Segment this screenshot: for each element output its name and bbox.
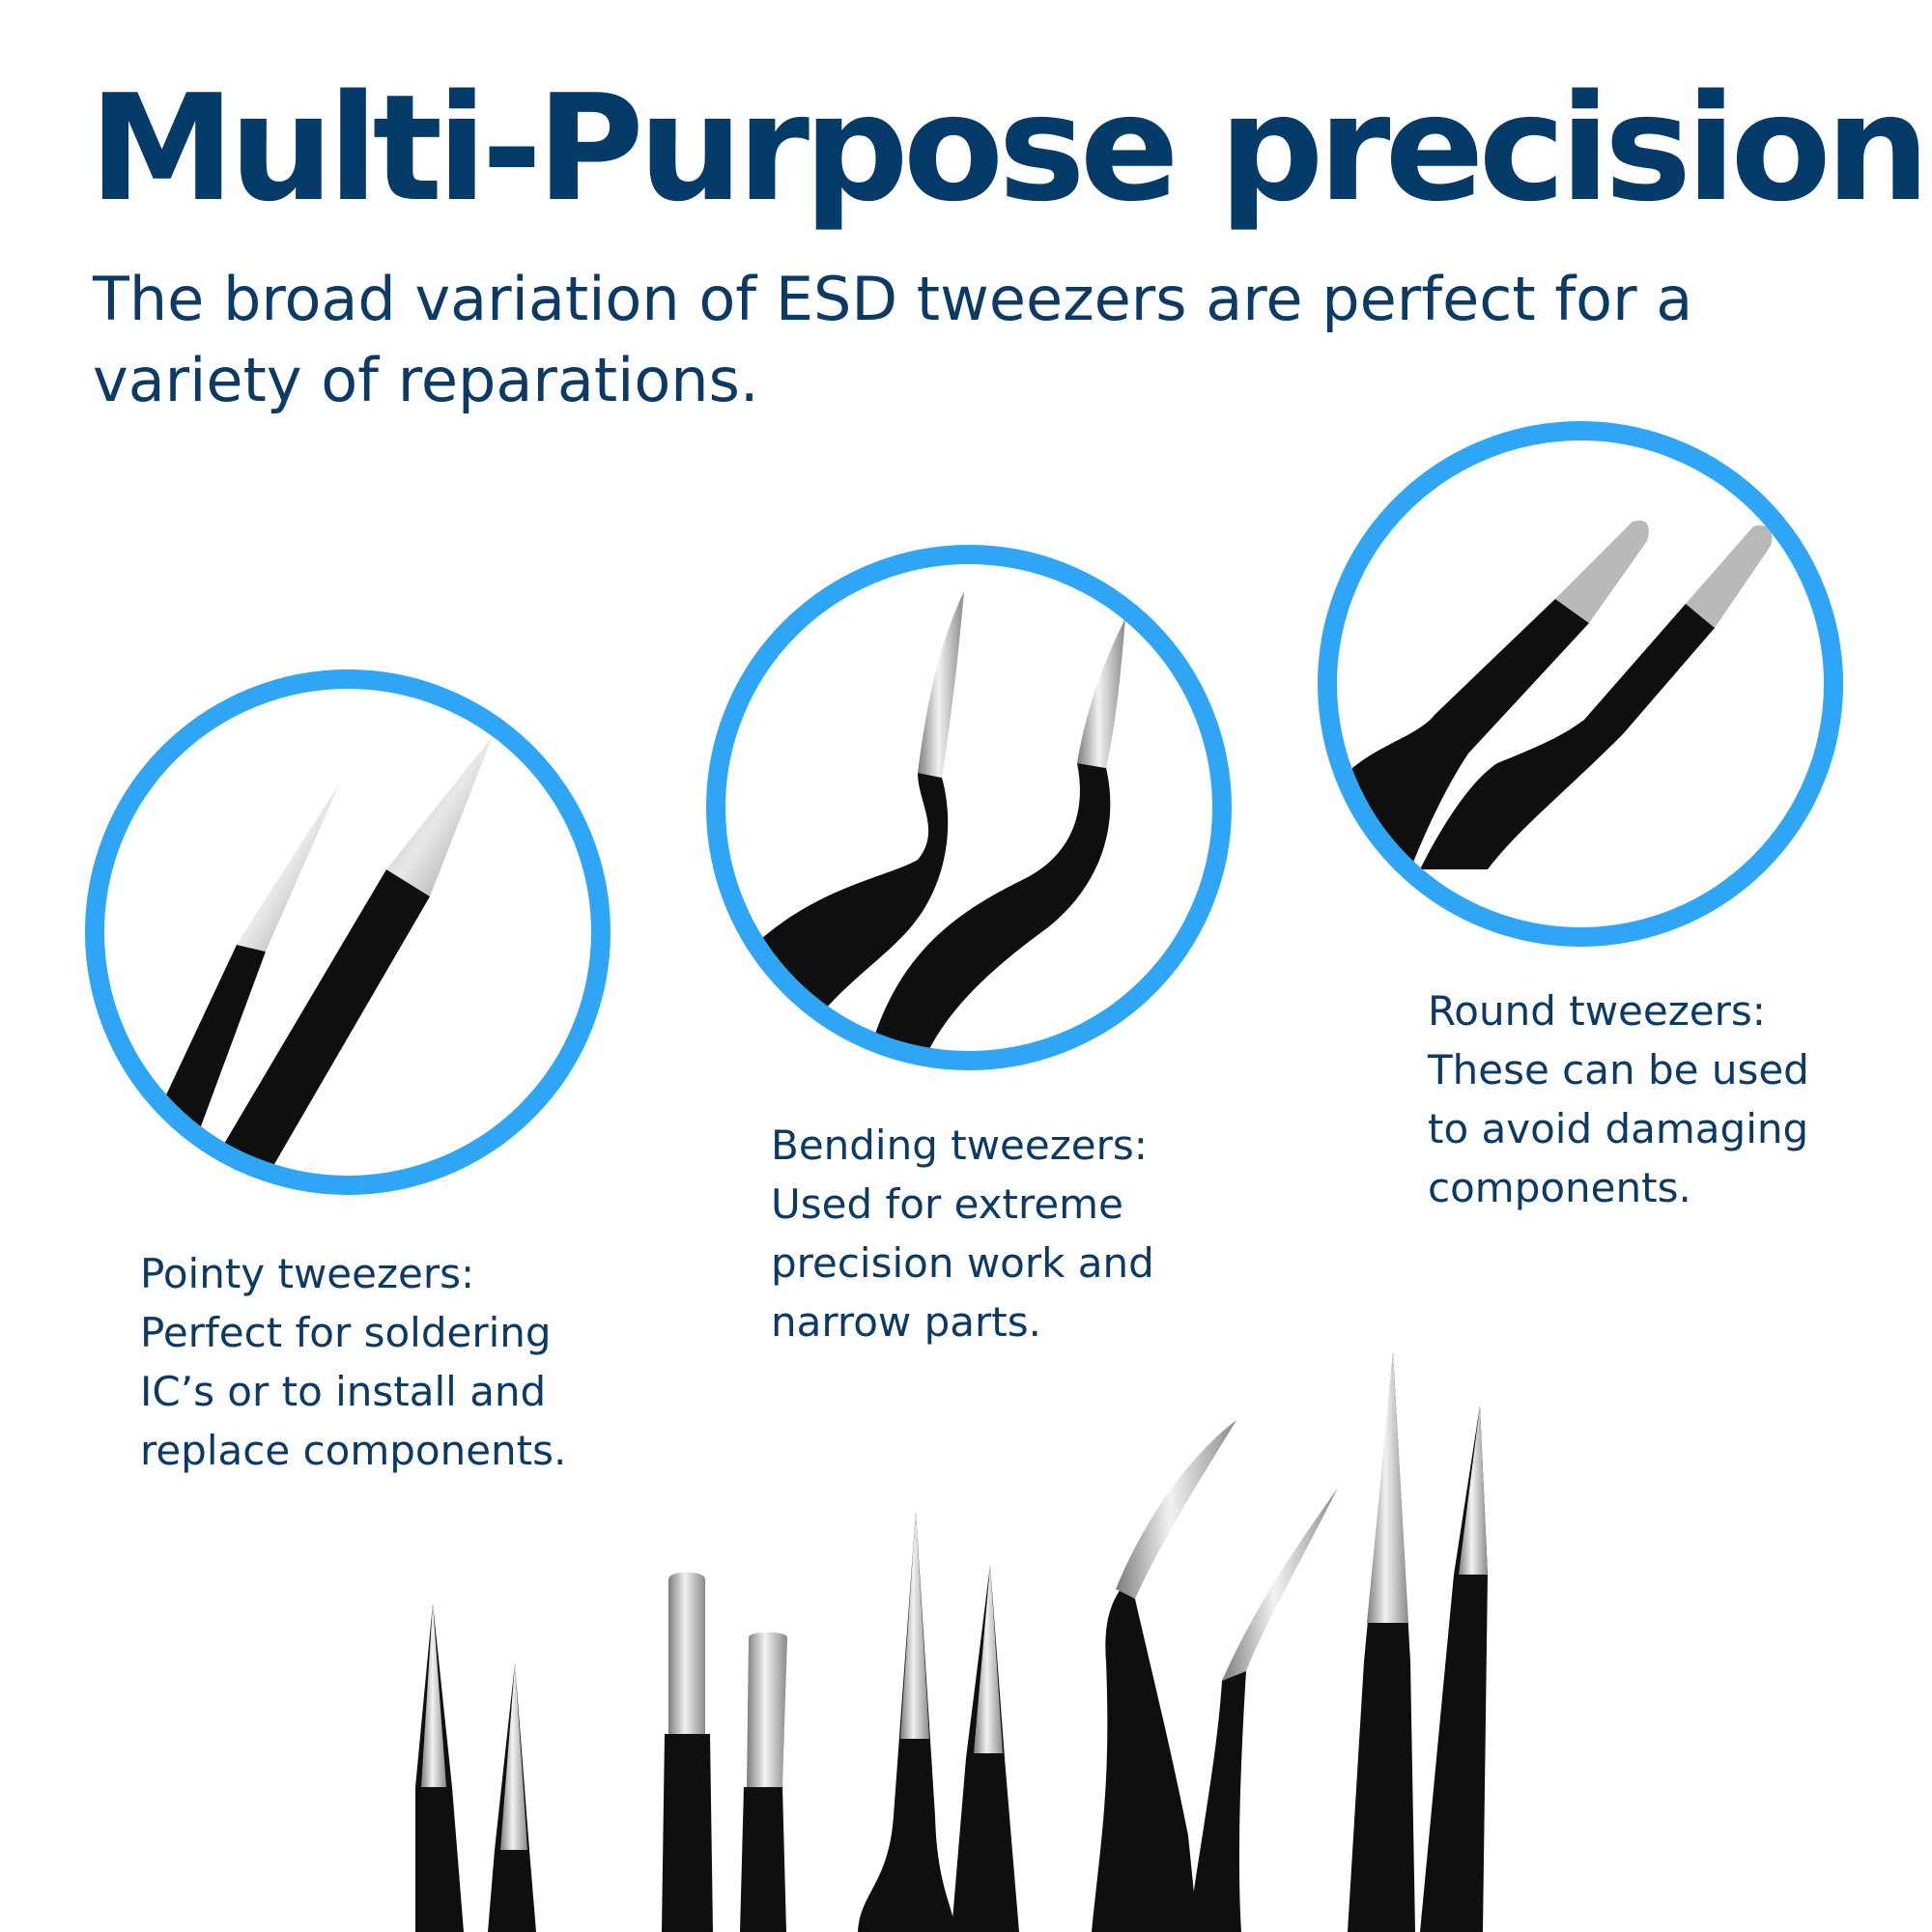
caption-heading: Pointy tweezers: [140, 1250, 475, 1297]
caption-line: IC’s or to install and [140, 1368, 547, 1415]
caption-line: Perfect for soldering [140, 1309, 552, 1356]
caption-line: Used for extreme [771, 1180, 1123, 1228]
tweezer-set-image [415, 1352, 1488, 1932]
caption-line: to avoid damaging [1428, 1105, 1809, 1152]
round-tweezers-caption: Round tweezers: These can be used to avo… [1428, 981, 1809, 1217]
caption-line: precision work and [771, 1239, 1154, 1287]
bending-tweezers-icon [706, 545, 1232, 1070]
bending-tweezers-caption: Bending tweezers: Used for extreme preci… [771, 1116, 1154, 1351]
caption-line: narrow parts. [771, 1298, 1041, 1346]
round-tweezers-icon [1318, 421, 1843, 947]
pointy-tweezers-caption: Pointy tweezers: Perfect for soldering I… [140, 1244, 566, 1480]
page-title: Multi-Purpose precision [89, 63, 1930, 234]
caption-heading: Round tweezers: [1428, 987, 1766, 1035]
caption-heading: Bending tweezers: [771, 1122, 1148, 1169]
page-subtitle: The broad variation of ESD tweezers are … [93, 264, 1693, 415]
caption-line: components. [1428, 1164, 1691, 1211]
caption-line: replace components. [140, 1427, 567, 1474]
caption-line: These can be used [1428, 1046, 1809, 1094]
pointy-tweezers-icon [85, 669, 611, 1195]
